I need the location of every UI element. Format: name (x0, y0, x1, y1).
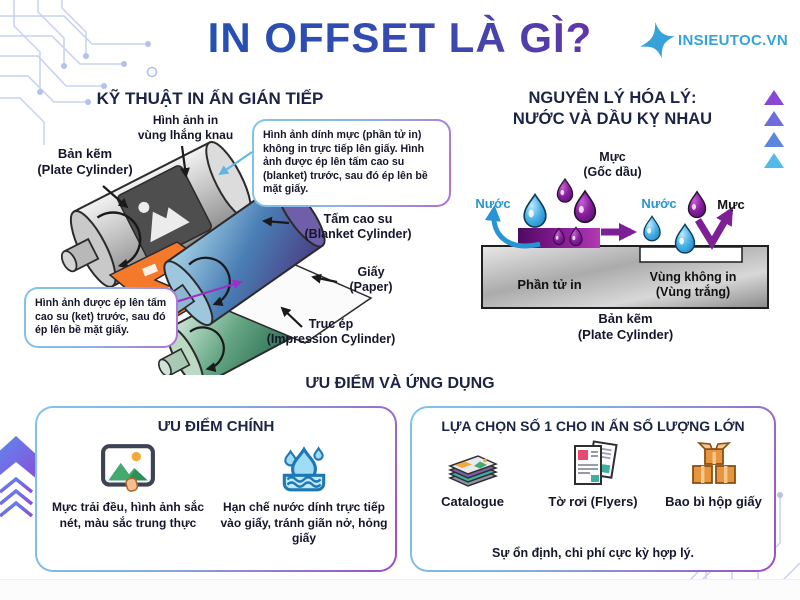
picture-icon (101, 444, 155, 492)
bottom-strip (0, 579, 800, 600)
applications-box: LỰA CHỌN SỐ 1 CHO IN ẤN SỐ LƯỢNG LỚN Cat… (410, 406, 776, 572)
boxes-icon (691, 442, 736, 484)
advantages-title: ƯU ĐIỂM CHÍNH (157, 418, 275, 435)
applications-title: LỰA CHỌN SỐ 1 CHO IN ẤN SỐ LƯỢNG LỚN (441, 418, 745, 434)
label-plate-cylinder-right: Bản kẽm (Plate Cylinder) (577, 311, 674, 342)
label-paper: Giấy (Paper) (349, 265, 393, 295)
triangle-icon (764, 90, 784, 105)
label-print-element: Phần tử in (517, 277, 582, 292)
application-label: Tờ rơi (Flyers) (548, 494, 638, 509)
arrow-decoration-left (0, 436, 38, 518)
application-label: Catalogue (441, 494, 504, 509)
label-ink-right: Mực (717, 197, 745, 212)
label-blanket-cylinder: Tấm cao su (Blanket Cylinder) (304, 212, 412, 242)
application-item: Catalogue (413, 436, 533, 546)
bottom-section-heading: ƯU ĐIỂM VÀ ỨNG DỤNG (305, 375, 495, 392)
applications-footnote: Sự ổn định, chi phí cực kỳ hợp lý. (491, 546, 694, 560)
advantage-text: Mực trải đều, hình ảnh sắc nét, màu sắc … (51, 500, 205, 530)
page-title: IN OFFSET LÀ GÌ? (0, 14, 800, 62)
water-repel-arrow (484, 205, 541, 249)
catalogue-icon (447, 455, 498, 487)
triangle-icon (764, 153, 784, 168)
plate-cylinder (60, 141, 252, 288)
applications-items: Catalogue Tờ rơi ( (412, 436, 774, 546)
advantages-box: ƯU ĐIỂM CHÍNH Mực trải đều, hình ảnh sắc… (35, 406, 397, 572)
flow-arrows (484, 205, 734, 250)
water-oil-principle-diagram (481, 178, 769, 309)
label-non-print-area: Vùng không in (Vùng trắng) (649, 270, 737, 300)
flyers-icon (574, 440, 618, 485)
offset-press-diagram (60, 141, 373, 375)
triangle-decoration (764, 90, 784, 168)
label-impression-cylinder: Trục ép (Impression Cylinder) (266, 317, 396, 347)
callout-blanket-explanation: Hình ảnh dính mực (phần tử in) không in … (252, 119, 451, 207)
rotation-arrow (188, 256, 231, 306)
label-plate-cylinder: Bản kẽm (Plate Cylinder) (37, 146, 133, 177)
triangle-icon (764, 111, 784, 126)
circuit-decoration-top-left (0, 0, 158, 145)
advantage-item: Mực trải đều, hình ảnh sắc nét, màu sắc … (43, 437, 213, 570)
application-item: Bao bì hộp giấy (654, 436, 774, 546)
logo: INSIEUTOC.VN (637, 20, 788, 60)
advantages-items: Mực trải đều, hình ảnh sắc nét, màu sắc … (37, 437, 395, 570)
advantage-item: Hạn chế nước dính trực tiếp vào giấy, tr… (219, 437, 389, 570)
water-drop-icon (282, 446, 326, 492)
logo-star-icon (640, 21, 675, 59)
rotation-arrow (96, 211, 142, 269)
label-pointer-arrows (102, 145, 338, 328)
left-section-heading: KỸ THUẬT IN ẤN GIÁN TIẾP (96, 89, 324, 108)
label-water-mid: Nước (641, 196, 677, 211)
logo-text: INSIEUTOC.VN (677, 31, 788, 49)
label-water-left: Nước (475, 196, 511, 211)
label-image-area: Hình ảnh in vùng lhắng knau (137, 113, 234, 142)
application-item: Tờ rơi (Flyers) (533, 436, 653, 546)
application-label: Bao bì hộp giấy (665, 494, 762, 509)
right-section-heading: NGUYÊN LÝ HÓA LÝ: NƯỚC VÀ DẦU KỴ NHAU (512, 89, 713, 129)
triangle-icon (764, 132, 784, 147)
callout-press-explanation: Hình ảnh được ép lên tấm cao su (ket) tr… (24, 287, 178, 348)
advantage-text: Hạn chế nước dính trực tiếp vào giấy, tr… (220, 500, 388, 546)
ink-check-arrow (695, 206, 734, 250)
label-ink-oil-based: Mực (Gốc dầu) (583, 150, 642, 180)
rotation-arrow (189, 326, 225, 372)
